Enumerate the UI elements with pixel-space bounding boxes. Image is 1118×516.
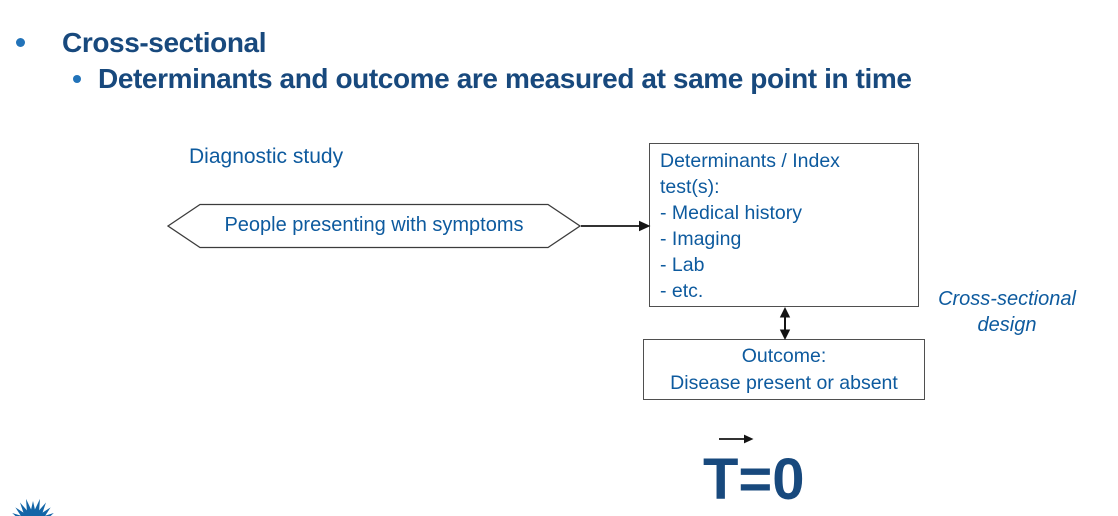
- outcome-line: Outcome:: [741, 345, 827, 367]
- diagram-title: Diagnostic study: [189, 145, 344, 168]
- determinants-box: Determinants / Index test(s): - Medical …: [649, 143, 919, 307]
- outcome-line: Disease present or absent: [670, 372, 898, 394]
- population-label: People presenting with symptoms: [224, 213, 524, 236]
- determinants-line: Determinants / Index: [660, 150, 840, 172]
- determinants-line: - etc.: [660, 280, 704, 302]
- bullet-dot-level2: [73, 75, 81, 83]
- population-hexagon-shape: People presenting with symptoms: [166, 203, 582, 249]
- timeline-arrow-icon: [719, 434, 754, 444]
- design-label: Cross-sectional design: [938, 288, 1076, 336]
- determinants-line: - Imaging: [660, 228, 742, 250]
- determinants-line: - Lab: [660, 254, 705, 276]
- bullet-level2: Determinants and outcome are measured at…: [98, 63, 912, 94]
- double-arrow-icon: [779, 307, 791, 340]
- sunburst-logo: [12, 498, 54, 516]
- outcome-box: Outcome: Disease present or absent: [643, 339, 925, 400]
- determinants-line: - Medical history: [660, 202, 802, 224]
- bullet-dot-level1: [16, 38, 25, 47]
- bullet-level1: Cross-sectional: [62, 27, 267, 58]
- determinants-line: test(s):: [660, 176, 720, 198]
- hexagon-outline: [166, 203, 582, 249]
- right-arrow-icon: [581, 220, 651, 232]
- timeline-label: T=0: [703, 447, 805, 512]
